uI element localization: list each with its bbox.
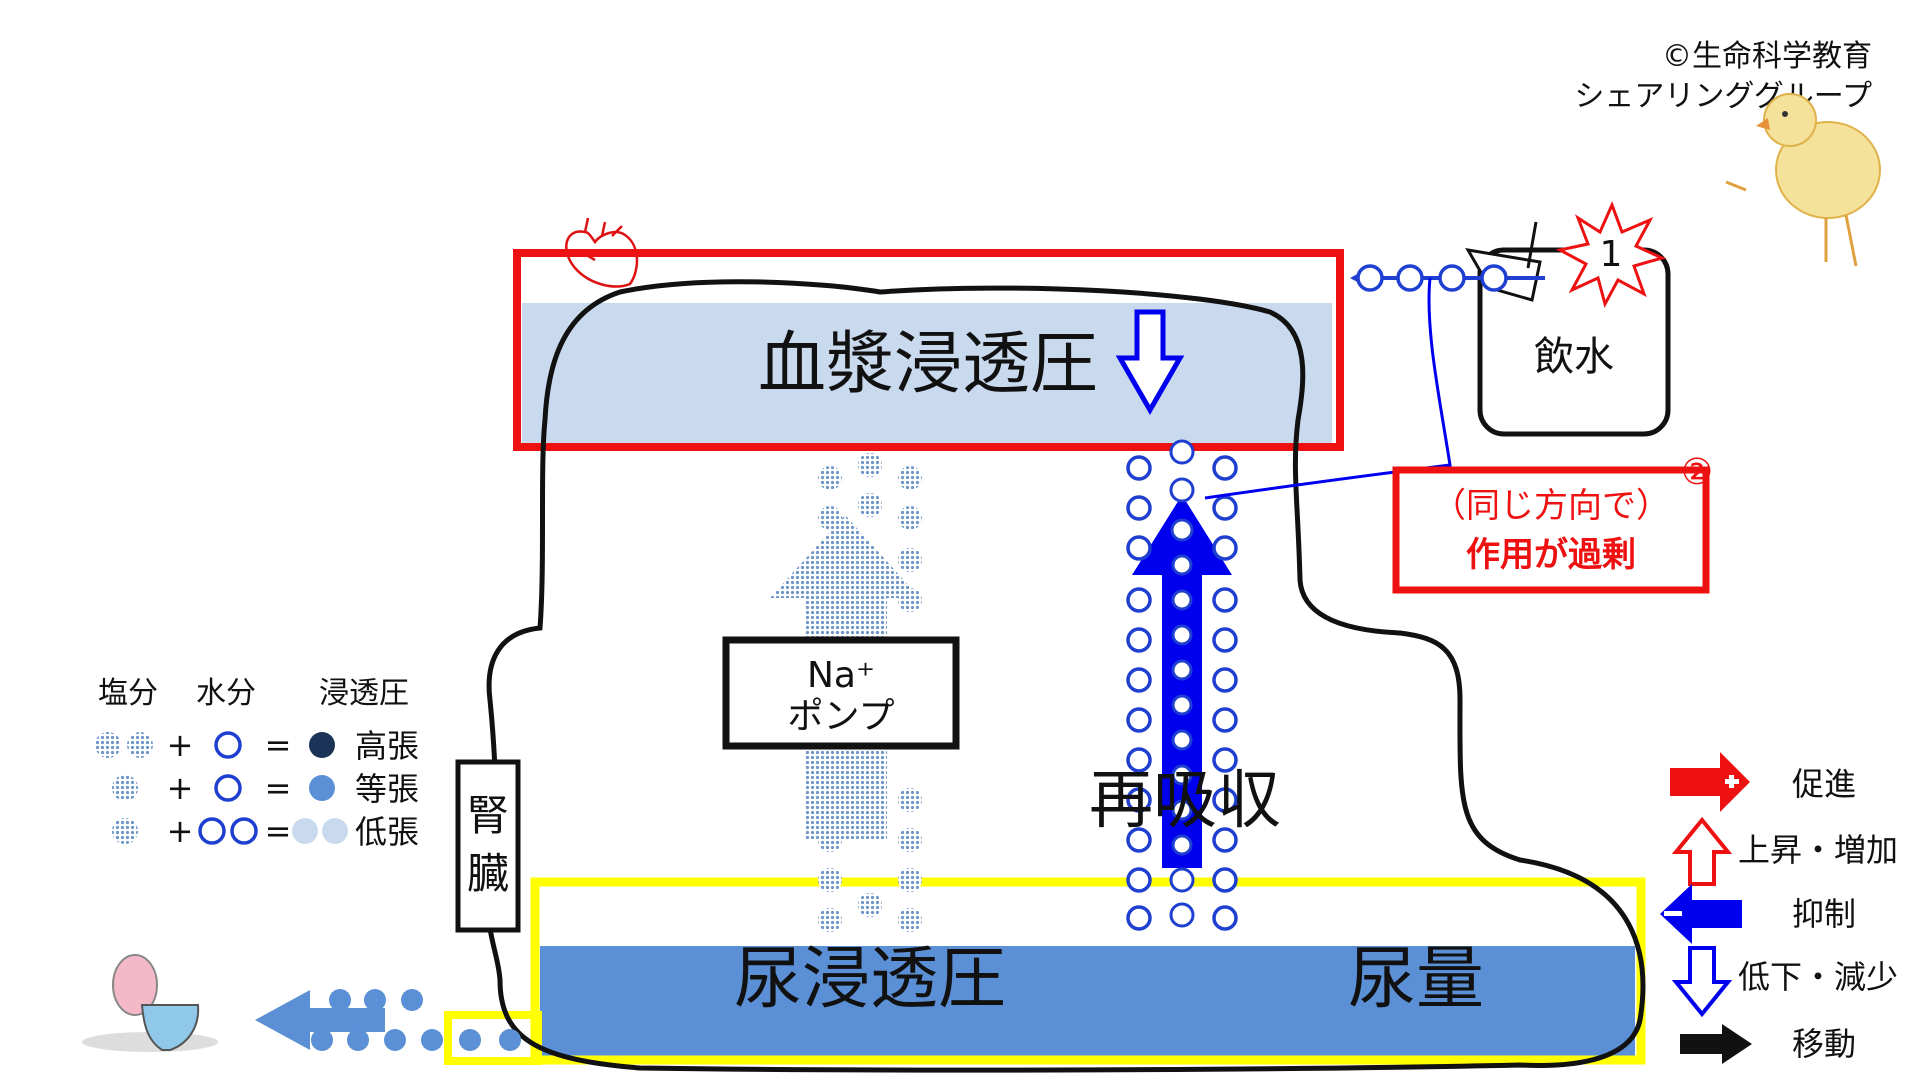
copyright-line1: ©生命科学教育 (1662, 39, 1872, 74)
legend-inhibit: 抑制 (1660, 884, 1856, 944)
heart-icon (565, 217, 639, 288)
urine-outlet (444, 1011, 542, 1065)
blue-minus-arrow-icon (1660, 884, 1742, 944)
legend-eq: = (265, 812, 292, 850)
legend-promote: 促進 (1670, 752, 1856, 812)
red-plus-arrow-icon (1670, 752, 1750, 812)
blue-down-arrow-icon (1671, 946, 1733, 1018)
drink-water-circles (1356, 264, 1508, 292)
toilet-icon (82, 954, 218, 1052)
legend-header-salt: 塩分 (98, 676, 158, 711)
water-circles-right (1212, 455, 1238, 931)
water-circles-left (1126, 455, 1152, 931)
reabsorption-up-arrow-icon (1132, 495, 1232, 868)
legend-move: 移動 (1680, 1024, 1856, 1064)
legend-label-decrease: 低下・減少 (1738, 958, 1898, 996)
kidney-label-top: 腎 (467, 791, 509, 840)
kidney-outline (486, 279, 1646, 1073)
legend-row-isotonic: + = 等張 (112, 769, 419, 808)
na-pump-label-line2: ポンプ (788, 696, 895, 737)
legend-plus: + (167, 769, 194, 807)
salt-dots-column (818, 453, 922, 932)
callout-badge: ② (1681, 452, 1713, 493)
na-pump-label-line1: Na⁺ (807, 655, 875, 696)
chick-illustration (1725, 93, 1881, 267)
callout-connector-line (1204, 277, 1452, 500)
legend-header-water: 水分 (196, 676, 256, 711)
drink-water-label: 飲水 (1534, 334, 1614, 380)
plasma-down-arrow-icon (1115, 309, 1185, 416)
legend-increase: 上昇・増加 (1671, 816, 1898, 886)
black-arrow-icon (1680, 1024, 1752, 1064)
kidney-label-box (455, 759, 521, 933)
overaction-callout-box (1392, 466, 1710, 594)
legend-label-inhibit: 抑制 (1792, 895, 1856, 933)
legend-label-hypertonic: 高張 (355, 727, 419, 765)
plasma-box (513, 249, 1344, 451)
starburst-1-icon: 1 (1555, 201, 1667, 309)
legend-eq: = (265, 769, 292, 807)
legend-label-increase: 上昇・増加 (1738, 831, 1898, 869)
legend-eq: = (265, 726, 292, 764)
legend-row-hypertonic: + = 高張 (95, 726, 419, 765)
legend-label-hypotonic: 低張 (355, 813, 419, 851)
legend-plus: + (167, 812, 194, 850)
legend-decrease: 低下・減少 (1671, 946, 1898, 1018)
na-pump-box (722, 636, 960, 750)
red-up-arrow-icon (1671, 816, 1733, 886)
legend-label-promote: 促進 (1792, 765, 1856, 803)
plasma-osmotic-pressure-label: 血漿浸透圧 (758, 325, 1098, 404)
legend-label-move: 移動 (1792, 1025, 1856, 1063)
copyright-line2: シェアリンググループ (1574, 79, 1872, 114)
kidney-label-bottom: 臓 (467, 849, 509, 898)
urine-volume-label: 尿量 (1348, 940, 1484, 1019)
urine-fill (540, 946, 1635, 1058)
urine-osmotic-pressure-label: 尿浸透圧 (734, 940, 1006, 1019)
legend-row-hypotonic: + = 低張 (112, 812, 419, 851)
starburst-1-number: 1 (1600, 234, 1623, 275)
excretion-arrow-icon (255, 990, 385, 1050)
legend-header-osmo: 浸透圧 (319, 676, 409, 711)
callout-line1: （同じ方向で） (1432, 486, 1670, 526)
excreted-water-dots (311, 989, 521, 1051)
legend-plus: + (167, 726, 194, 764)
reabsorption-label: 再吸収 (1089, 764, 1281, 838)
plasma-fill (522, 303, 1332, 443)
legend-label-isotonic: 等張 (355, 770, 419, 808)
callout-line2: 作用が過剰 (1466, 535, 1636, 575)
water-circles-center (1169, 439, 1195, 928)
